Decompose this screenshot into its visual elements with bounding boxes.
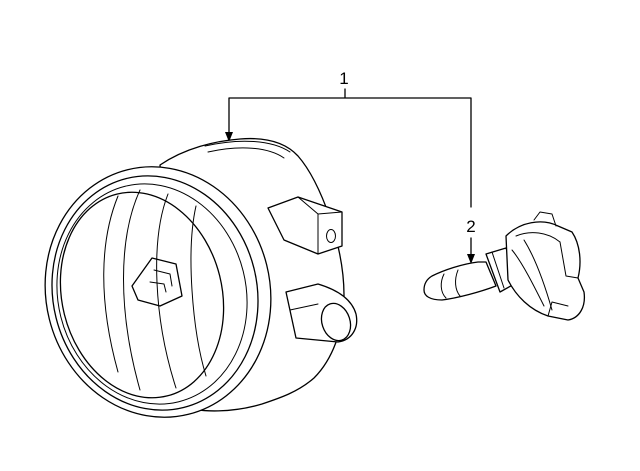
housing-rim-inner bbox=[207, 147, 285, 159]
lens-emblem bbox=[131, 257, 183, 307]
bulb-base bbox=[505, 221, 586, 321]
callout-1-arrow bbox=[225, 132, 233, 142]
connector-boss bbox=[285, 283, 358, 343]
callout-1-leader bbox=[228, 88, 472, 208]
callout-1-number: 1 bbox=[339, 69, 348, 88]
callout-2-arrow bbox=[467, 254, 475, 264]
upper-mount-tab bbox=[267, 196, 343, 255]
fog-lamp-assembly bbox=[44, 137, 358, 418]
lens-bezel-lip bbox=[56, 183, 248, 405]
callout-1[interactable]: 1 bbox=[225, 69, 472, 208]
callout-2[interactable]: 2 bbox=[466, 217, 476, 264]
housing-rim bbox=[204, 140, 291, 153]
bulb-glass bbox=[423, 261, 497, 301]
lens-bezel-inner bbox=[51, 175, 259, 411]
bulb-assembly bbox=[423, 211, 586, 321]
lens-face bbox=[59, 191, 225, 399]
callout-2-number: 2 bbox=[466, 217, 475, 236]
